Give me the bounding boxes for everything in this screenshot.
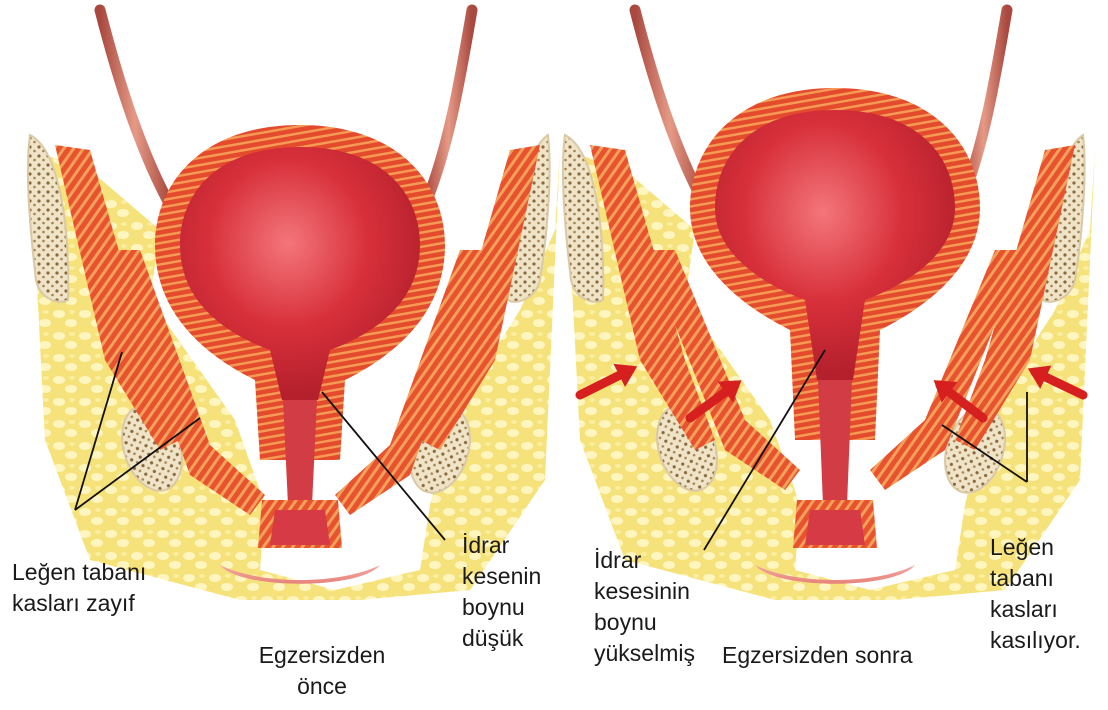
bladder — [715, 110, 955, 380]
left-ureter — [100, 10, 170, 205]
caption-after: Egzersizden sonra — [722, 640, 913, 671]
caption-before: Egzersizden önce — [232, 640, 412, 702]
urethra — [283, 400, 317, 505]
urethral-opening — [805, 510, 865, 545]
pelvic-floor-contracting-label: Leğen tabanı kasları kasılıyor. — [990, 532, 1081, 656]
bladder-neck-low-label: İdrar kesenin boynu düşük — [462, 530, 541, 654]
panel-before — [28, 10, 560, 600]
right-ureter — [425, 10, 472, 205]
panel-after — [563, 10, 1095, 600]
bladder-neck-raised-label: İdrar kesesinin boynu yükselmiş — [594, 545, 695, 669]
pelvic-floor-weak-label: Leğen tabanı kasları zayıf — [12, 557, 146, 619]
urethral-opening — [270, 510, 330, 545]
bladder — [180, 147, 420, 400]
urethra — [818, 380, 852, 505]
